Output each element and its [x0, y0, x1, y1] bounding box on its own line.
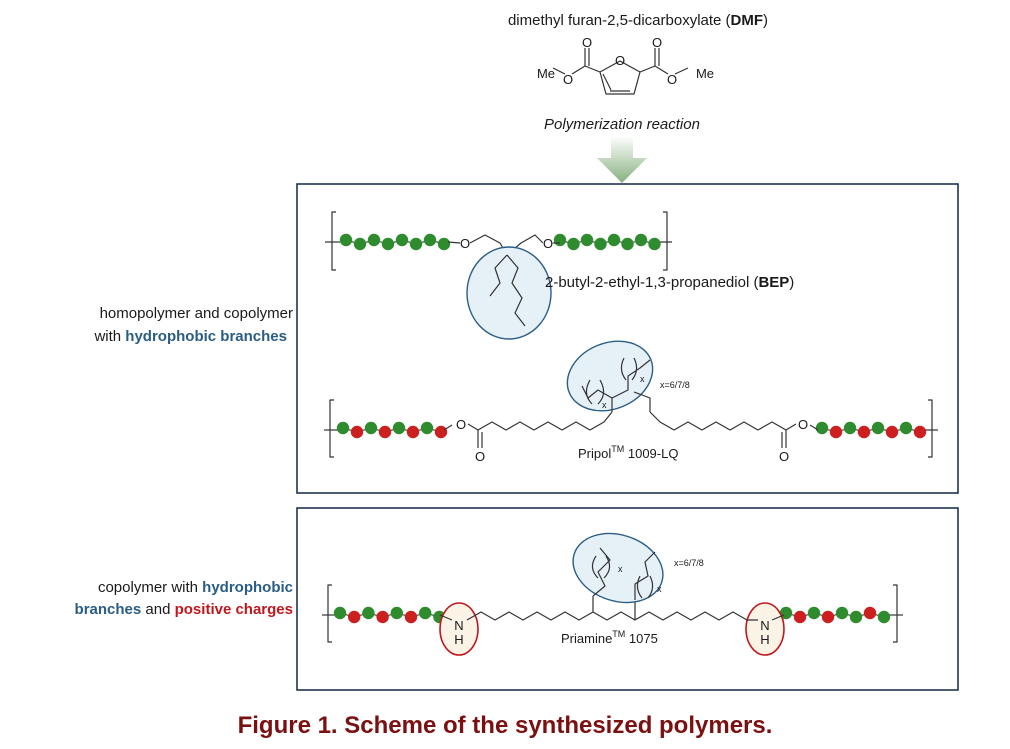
- ester-oxygen-left: O: [563, 72, 573, 87]
- pripol-carbonyl-right: O: [779, 449, 789, 464]
- polymer-bead: [815, 421, 829, 435]
- priamine-polymer: N H N H x x x=6/7/8 PriamineTM 1075: [322, 532, 903, 656]
- pripol-branch-highlight: [566, 340, 654, 412]
- polymer-bead: [877, 610, 891, 624]
- pripol-x-sub-2: x: [640, 374, 645, 384]
- polymer-bead: [899, 421, 913, 435]
- polymer-bead: [849, 610, 863, 624]
- pripol-ester-oxygen-right: O: [798, 417, 808, 432]
- pripol-x-sub-1: x: [602, 400, 607, 410]
- polymer-bead: [420, 421, 434, 435]
- methyl-left: Me: [537, 66, 555, 81]
- polymer-bead: [553, 233, 567, 247]
- polymer-bead: [793, 610, 807, 624]
- polymer-bead: [404, 610, 418, 624]
- furan-oxygen: O: [615, 53, 625, 68]
- polymer-bead: [376, 610, 389, 624]
- pripol-label: PripolTM 1009-LQ: [578, 444, 678, 461]
- polymer-bead: [885, 425, 899, 439]
- panel1-side-label-line1: homopolymer and copolymer: [100, 305, 293, 322]
- polymer-bead: [378, 425, 392, 439]
- polymer-bead: [843, 421, 857, 435]
- polymer-bead: [362, 606, 375, 620]
- polymer-bead: [567, 237, 580, 251]
- pripol-ester-oxygen-left: O: [456, 417, 466, 432]
- priamine-label: PriamineTM 1075: [561, 629, 658, 646]
- polymer-bead: [621, 237, 634, 251]
- polymer-bead: [336, 421, 350, 435]
- polymer-bead: [871, 421, 885, 435]
- polymer-bead: [594, 237, 607, 251]
- amine-highlight-left: [439, 602, 479, 656]
- polymer-bead: [367, 233, 381, 247]
- methyl-right: Me: [696, 66, 714, 81]
- panel-copolymer: [296, 507, 959, 691]
- figure-caption: Figure 1. Scheme of the synthesized poly…: [238, 712, 773, 739]
- panel2-side-label-line1: copolymer with hydrophobic: [98, 579, 293, 596]
- polymer-bead: [390, 606, 403, 620]
- panel2-side-label-line2: branches and positive charges: [75, 601, 293, 618]
- dmf-title: dimethyl furan-2,5-dicarboxylate (DMF): [508, 12, 768, 29]
- polymer-bead: [821, 610, 835, 624]
- amine-n-left: N: [454, 618, 463, 633]
- polymer-bead: [353, 237, 367, 251]
- reaction-arrow: [597, 136, 647, 183]
- panel-homopolymer: [296, 183, 959, 494]
- pripol-x-range: x=6/7/8: [660, 380, 690, 390]
- polymer-bead: [381, 237, 395, 251]
- polymer-bead: [437, 237, 451, 251]
- priamine-branch-highlight: [572, 532, 664, 604]
- polymer-bead: [409, 237, 423, 251]
- carbonyl-oxygen-left: O: [582, 35, 592, 50]
- polymer-bead: [913, 425, 927, 439]
- bep-label: 2-butyl-2-ethyl-1,3-propanediol (BEP): [545, 274, 794, 291]
- bep-polymer: O O 2-butyl-2-ethyl-1,3-propanediol (BEP…: [325, 211, 794, 340]
- polymer-bead: [333, 606, 347, 620]
- ester-oxygen-right: O: [667, 72, 677, 87]
- polymer-bead: [339, 233, 353, 247]
- polymer-bead: [634, 233, 648, 247]
- polymer-bead: [395, 233, 409, 247]
- polymer-bead: [406, 425, 420, 439]
- reaction-label: Polymerization reaction: [544, 116, 700, 133]
- polymer-bead: [863, 606, 877, 620]
- polymer-bead: [607, 233, 621, 247]
- bep-oxygen-left: O: [460, 236, 470, 251]
- polymer-bead: [350, 425, 364, 439]
- dmf-structure: O O O O O Me Me: [537, 35, 714, 95]
- amine-h-right: H: [760, 632, 769, 647]
- bep-oxygen-right: O: [543, 236, 553, 251]
- amine-highlight-right: [745, 602, 785, 656]
- priamine-x-sub-1: x: [618, 564, 623, 574]
- bep-branch-highlight: [466, 246, 552, 340]
- polymer-bead: [835, 606, 849, 620]
- carbonyl-oxygen-right: O: [652, 35, 662, 50]
- amine-h-left: H: [454, 632, 463, 647]
- priamine-x-sub-2: x: [657, 584, 662, 594]
- polymer-bead: [419, 606, 432, 620]
- polymer-bead: [392, 421, 406, 435]
- polymer-bead: [423, 233, 437, 247]
- pripol-carbonyl-left: O: [475, 449, 485, 464]
- polymer-bead: [580, 233, 594, 247]
- polymer-bead: [807, 606, 821, 620]
- polymer-bead: [829, 425, 843, 439]
- pripol-polymer: O O O O x x x=6/7/8 PripolTM 1009-LQ: [324, 340, 938, 464]
- priamine-x-range: x=6/7/8: [674, 558, 704, 568]
- polymer-bead: [648, 237, 661, 251]
- polymer-bead: [348, 610, 361, 624]
- polymer-bead: [857, 425, 871, 439]
- polymer-bead: [434, 425, 448, 439]
- panel1-side-label-line2: with hydrophobic branches: [93, 328, 287, 345]
- polymer-bead: [364, 421, 378, 435]
- amine-n-right: N: [760, 618, 769, 633]
